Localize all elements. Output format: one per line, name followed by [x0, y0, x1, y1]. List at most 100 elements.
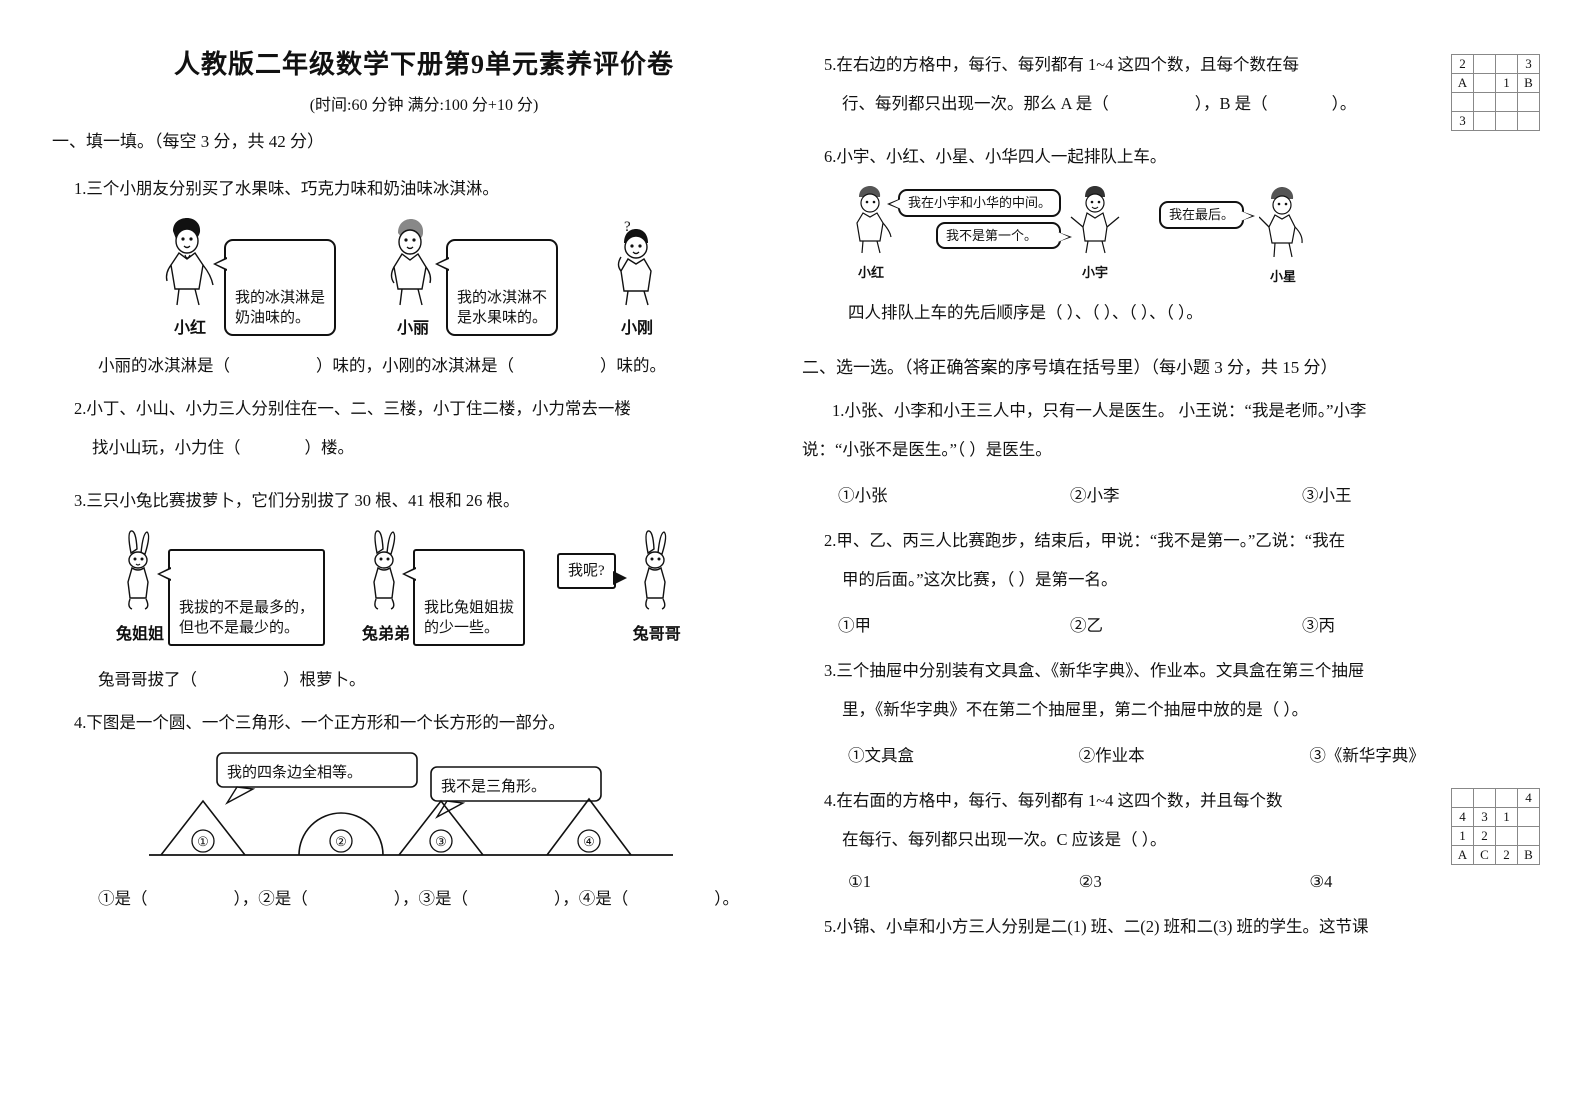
question-5-number: 5. — [824, 55, 837, 74]
grid-cell[interactable] — [1517, 111, 1540, 131]
question-3-figure: 兔姐姐 我拔的不是最多的， 但也不是最少的。 兔弟弟 — [52, 527, 770, 646]
grid-cell[interactable]: A — [1451, 845, 1474, 865]
bubble-tail-icon — [887, 199, 901, 209]
option-2[interactable]: ②作业本 — [1078, 746, 1145, 765]
sudoku-grid-q5: 2 3 A 1 B — [1451, 54, 1540, 131]
option-3[interactable]: ③《新华字典》 — [1309, 746, 1425, 765]
option-1[interactable]: ①小张 — [838, 486, 888, 505]
section2-question-3-line2: 里，《新华字典》不在第二个抽屉里，第二个抽屉中放的是（ ）。 — [802, 693, 1540, 726]
grid-row: 2 3 — [1451, 54, 1540, 74]
question-number: 3. — [824, 661, 837, 680]
grid-cell[interactable]: 4 — [1451, 807, 1474, 827]
bubble-tail-icon — [1241, 211, 1256, 221]
character-rabbit-brother-young: 兔弟弟 — [359, 527, 413, 644]
grid-row: 1 2 — [1451, 826, 1540, 846]
option-1[interactable]: ①甲 — [838, 616, 871, 635]
character-name-label: 小刚 — [621, 320, 654, 337]
option-2[interactable]: ②小李 — [1070, 486, 1120, 505]
character-name-label: 小丽 — [397, 320, 430, 337]
answer-part: ）。 — [714, 889, 739, 908]
grid-cell[interactable]: A — [1451, 73, 1474, 93]
character-name-label: 小星 — [1270, 269, 1297, 284]
grid-cell[interactable] — [1517, 92, 1540, 112]
grid-cell[interactable] — [1473, 54, 1496, 74]
grid-cell[interactable]: 3 — [1451, 111, 1474, 131]
question-2-line1: 2.小丁、小山、小力三人分别住在一、二、三楼，小丁住二楼，小力常去一楼 — [52, 392, 770, 425]
answer-part: ），③是（ — [393, 889, 468, 908]
grid-cell[interactable]: B — [1517, 845, 1540, 865]
grid-cell[interactable]: 1 — [1495, 73, 1518, 93]
bubble-text: 我呢? — [568, 563, 605, 579]
grid-cell[interactable] — [1451, 92, 1474, 112]
section-two-heading: 二、选一选。（将正确答案的序号填在括号里）（每小题 3 分，共 15 分） — [802, 358, 1338, 377]
section2-question-2-line2: 甲的后面。”这次比赛，（ ）是第一名。 — [802, 563, 1540, 596]
grid-row: 4 3 1 — [1451, 807, 1540, 827]
bubble-tail-icon — [435, 257, 450, 271]
grid-cell[interactable] — [1451, 788, 1474, 808]
option-3[interactable]: ③丙 — [1302, 616, 1335, 635]
left-column: 人教版二年级数学下册第9单元素养评价卷 (时间:60 分钟 满分:100 分+1… — [52, 50, 770, 908]
grid-cell[interactable]: B — [1517, 73, 1540, 93]
grid-cell[interactable] — [1495, 788, 1518, 808]
question-text: 说：“小张不是医生。”（ ）是医生。 — [802, 440, 1052, 459]
grid-row — [1451, 92, 1540, 112]
rabbit-illustration-icon — [373, 530, 396, 610]
option-2[interactable]: ②3 — [1078, 872, 1102, 891]
grid-row: 4 — [1451, 788, 1540, 808]
answer-middle: ），B 是（ — [1194, 94, 1268, 113]
character-xiaohong-q6: 小红 — [844, 183, 898, 281]
grid-cell[interactable]: 3 — [1473, 807, 1496, 827]
grid-cell[interactable]: 4 — [1517, 788, 1540, 808]
grid-cell[interactable]: C — [1473, 845, 1496, 865]
question-6-text: 小宇、小红、小星、小华四人一起排队上车。 — [836, 147, 1167, 166]
question-3-stem: 3.三只小兔比赛拔萝卜，它们分别拔了 30 根、41 根和 26 根。 — [52, 484, 770, 517]
grid-cell[interactable] — [1473, 92, 1496, 112]
grid-cell[interactable]: 1 — [1451, 826, 1474, 846]
grid-cell[interactable] — [1473, 73, 1496, 93]
answer-middle: ）味的，小刚的冰淇淋是（ — [316, 356, 514, 375]
girl-illustration-icon — [856, 186, 892, 254]
option-1[interactable]: ①文具盒 — [848, 746, 914, 765]
option-1[interactable]: ①1 — [848, 872, 872, 891]
bubble-tail-icon — [1058, 231, 1073, 242]
page-title: 人教版二年级数学下册第9单元素养评价卷 — [173, 50, 674, 79]
grid-cell[interactable] — [1517, 826, 1540, 846]
svg-text:①: ① — [197, 834, 209, 849]
speech-bubble-rabbit-brother-young: 我比兔姐姐拔 的少一些。 — [402, 549, 526, 646]
question-6-figure: 小红 我在小宇和小华的中间。 我不是第一个。 — [802, 183, 1540, 287]
question-number: 1. — [832, 401, 845, 420]
character-name-label: 小红 — [857, 265, 884, 280]
grid-cell[interactable]: 1 — [1495, 807, 1518, 827]
grid-cell[interactable] — [1517, 807, 1540, 827]
grid-cell[interactable] — [1473, 111, 1496, 131]
grid-cell[interactable]: 3 — [1517, 54, 1540, 74]
answer-part: ），④是（ — [554, 889, 629, 908]
shape-bubble-2-text: 我不是三角形。 — [441, 778, 546, 795]
question-text: 甲的后面。”这次比赛，（ ）是第一名。 — [842, 570, 1118, 589]
grid-cell[interactable] — [1495, 54, 1518, 74]
question-3-number: 3. — [74, 491, 87, 510]
option-3[interactable]: ③4 — [1309, 872, 1333, 891]
grid-cell[interactable] — [1495, 111, 1518, 131]
character-xiaoli: 小丽 — [380, 215, 446, 338]
question-2-text: 小丁、小山、小力三人分别住在一、二、三楼，小丁住二楼，小力常去一楼 — [86, 399, 631, 418]
grid-cell[interactable]: 2 — [1495, 845, 1518, 865]
boy-illustration-icon — [1070, 186, 1120, 254]
section2-question-1-options: ①小张 ②小李 ③小王 — [802, 482, 1540, 506]
option-3[interactable]: ③小王 — [1302, 486, 1352, 505]
option-2[interactable]: ②乙 — [1070, 616, 1103, 635]
speech-bubble-xiaoxing: 我在最后。 — [1159, 201, 1256, 229]
question-4-figure: 我的四条边全相等。 我不是三角形。 ① ② ③ — [52, 749, 770, 869]
grid-cell[interactable] — [1495, 826, 1518, 846]
shape-bubble-1-text: 我的四条边全相等。 — [227, 763, 362, 781]
character-name-label: 小宇 — [1082, 265, 1109, 280]
section2-question-5-line1: 5.小锦、小卓和小方三人分别是二(1) 班、二(2) 班和二(3) 班的学生。这… — [802, 910, 1540, 943]
grid-row: A 1 B — [1451, 73, 1540, 93]
grid-cell[interactable] — [1473, 788, 1496, 808]
grid-cell[interactable] — [1495, 92, 1518, 112]
grid-cell[interactable]: 2 — [1473, 826, 1496, 846]
question-text: 甲、乙、丙三人比赛跑步，结束后，甲说：“我不是第一。”乙说：“我在 — [836, 531, 1346, 550]
section2-question-2-line1: 2.甲、乙、丙三人比赛跑步，结束后，甲说：“我不是第一。”乙说：“我在 — [802, 524, 1540, 557]
grid-cell[interactable]: 2 — [1451, 54, 1474, 74]
